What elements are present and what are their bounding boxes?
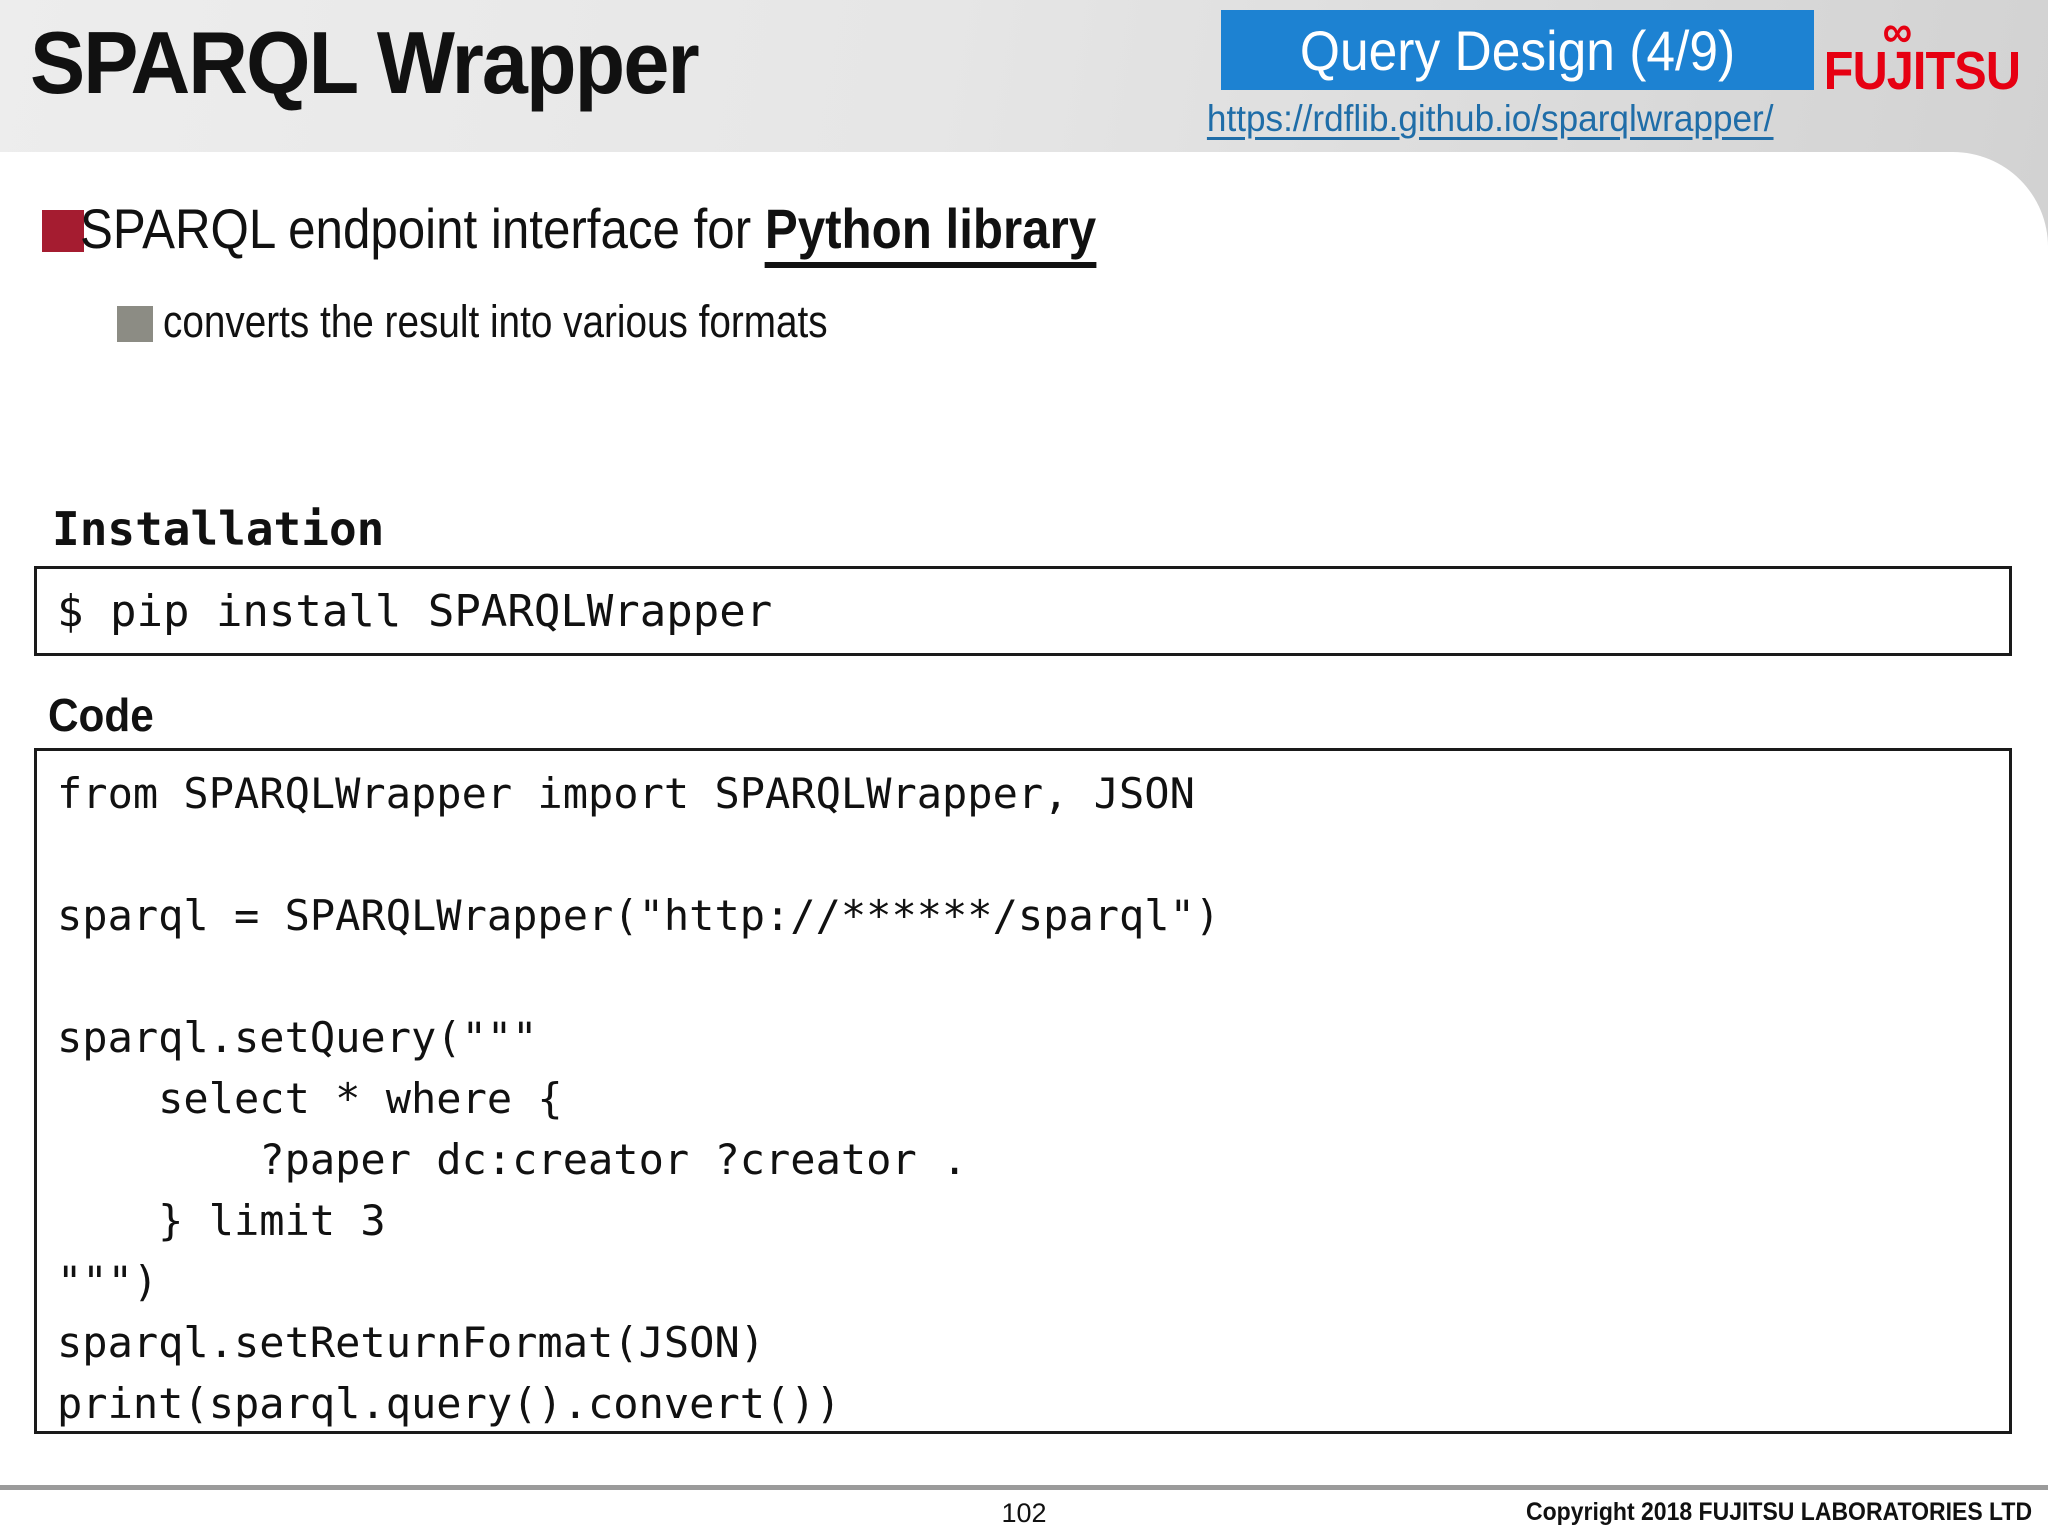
main-bullet-text: SPARQL endpoint interface for bbox=[80, 197, 765, 260]
fujitsu-logo: ∞ FUJITSU bbox=[1823, 5, 2021, 102]
page-title: SPARQL Wrapper bbox=[30, 13, 700, 112]
code-box: from SPARQLWrapper import SPARQLWrapper,… bbox=[34, 748, 2012, 1434]
main-bullet-emphasis: Python library bbox=[764, 197, 1097, 268]
section-badge: Query Design (4/9) bbox=[1221, 10, 1814, 90]
sub-bullet-square-icon bbox=[117, 306, 153, 342]
infinity-icon: ∞ bbox=[1882, 5, 1913, 57]
fujitsu-logo-text: FUJITSU bbox=[1823, 41, 2021, 101]
install-command-text: $ pip install SPARQLWrapper bbox=[57, 585, 773, 637]
installation-heading: Installation bbox=[52, 502, 385, 556]
sparqlwrapper-link[interactable]: https://rdflib.github.io/sparqlwrapper/ bbox=[1206, 98, 1774, 139]
main-bullet: SPARQL endpoint interface for Python lib… bbox=[80, 196, 1097, 268]
install-command-box: $ pip install SPARQLWrapper bbox=[34, 566, 2012, 656]
bullet-square-icon bbox=[42, 210, 84, 252]
sub-bullet-text: converts the result into various formats bbox=[163, 296, 828, 347]
code-snippet: from SPARQLWrapper import SPARQLWrapper,… bbox=[57, 769, 1221, 1428]
copyright-text: Copyright 2018 FUJITSU LABORATORIES LTD bbox=[1525, 1498, 2032, 1526]
code-heading: Code bbox=[48, 689, 154, 741]
footer-divider bbox=[0, 1485, 2048, 1490]
page-number: 102 bbox=[1001, 1498, 1047, 1528]
header-link-wrap: https://rdflib.github.io/sparqlwrapper/ bbox=[1140, 98, 1840, 140]
section-badge-label: Query Design (4/9) bbox=[1299, 18, 1736, 82]
